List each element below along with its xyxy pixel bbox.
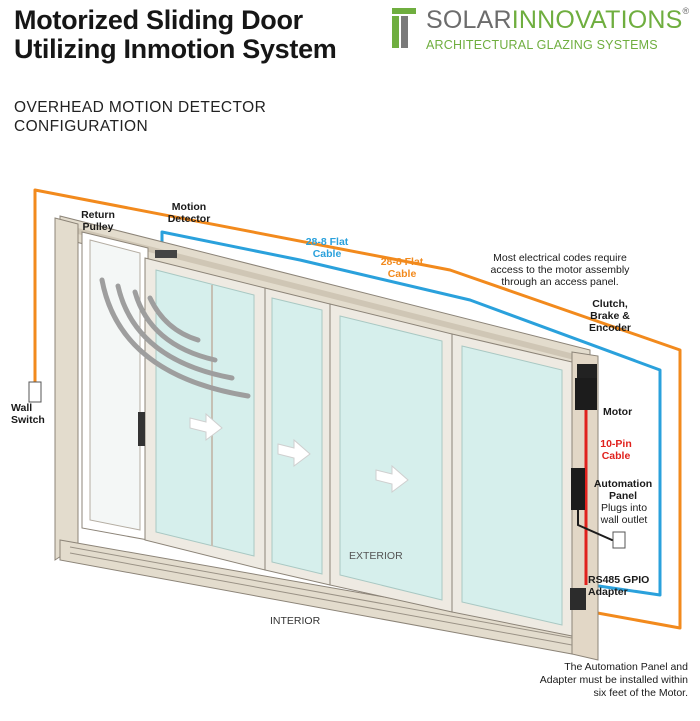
logo-brand: SOLARINNOVATIONS® xyxy=(426,6,690,34)
wall-switch-unit xyxy=(28,381,42,403)
solar-innovations-logo: SOLARINNOVATIONS® ARCHITECTURAL GLAZING … xyxy=(392,6,692,60)
clutch-label: Clutch, Brake & Encoder xyxy=(588,298,631,334)
plugs-into-label: Plugs into wall outlet xyxy=(600,502,648,526)
flat-cable-blue-label: 28-8 Flat Cable xyxy=(305,236,349,260)
interior-label: INTERIOR xyxy=(270,615,321,627)
wall-outlet xyxy=(612,531,626,549)
exterior-label: EXTERIOR xyxy=(349,550,403,562)
motion-detector-unit xyxy=(155,250,177,258)
install-note: The Automation Panel and Adapter must be… xyxy=(539,661,688,699)
rs485-label: RS485 GPIO Adapter xyxy=(588,574,650,598)
rs485-adapter-unit xyxy=(570,588,586,610)
logo-tagline: ARCHITECTURAL GLAZING SYSTEMS xyxy=(426,38,658,52)
blue-flat-cable xyxy=(160,230,662,597)
codes-note: Most electrical codes require access to … xyxy=(490,252,630,288)
orange-flat-cable xyxy=(33,188,682,630)
motion-detector-label: Motion Detector xyxy=(167,201,211,225)
pin-cable-label: 10-Pin Cable xyxy=(600,438,632,462)
clutch-unit xyxy=(577,364,597,378)
motor-label: Motor xyxy=(603,406,633,418)
flat-cable-orange-label: 28-8 Flat Cable xyxy=(380,256,424,280)
return-pulley-label: Return Pulley xyxy=(81,209,115,233)
door-handle xyxy=(138,412,145,446)
wall-switch-label: Wall Switch xyxy=(11,402,45,426)
motor-unit xyxy=(575,378,597,410)
logo-mark-icon xyxy=(392,8,416,48)
automation-panel-unit xyxy=(571,468,585,510)
automation-panel-label: Automation Panel xyxy=(593,478,653,502)
motion-wave-icon xyxy=(99,277,251,399)
page-title: Motorized Sliding Door Utilizing Inmotio… xyxy=(14,5,337,64)
left-jamb xyxy=(54,217,79,561)
arrow-right-icon xyxy=(189,412,409,493)
page-subtitle: OVERHEAD MOTION DETECTOR CONFIGURATION xyxy=(14,99,267,135)
